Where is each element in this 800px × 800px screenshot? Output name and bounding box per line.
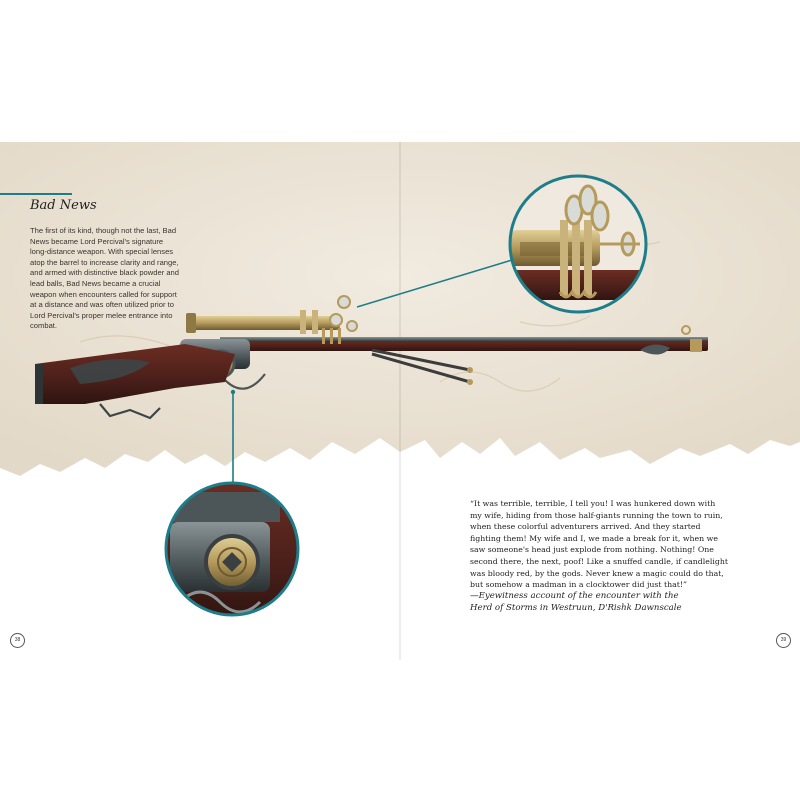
eyewitness-quote: “It was terrible, terrible, I tell you! … bbox=[470, 499, 728, 590]
scope-detail-callout bbox=[508, 174, 648, 314]
quote-attribution: —Eyewitness account of the encounter wit… bbox=[470, 591, 682, 613]
section-title: Bad News bbox=[30, 198, 97, 213]
page-number-right: 39 bbox=[776, 633, 791, 648]
rifle bbox=[35, 295, 708, 420]
rifle-illustration bbox=[35, 174, 708, 617]
page-gutter bbox=[399, 142, 401, 660]
section-body-text: The first of its kind, though not the la… bbox=[30, 226, 180, 331]
book-spread: Bad News The first of its kind, though n… bbox=[0, 142, 800, 660]
page-number-left: 38 bbox=[10, 633, 25, 648]
title-accent-rule bbox=[0, 193, 72, 195]
wheel-lock-detail-callout bbox=[164, 481, 300, 617]
